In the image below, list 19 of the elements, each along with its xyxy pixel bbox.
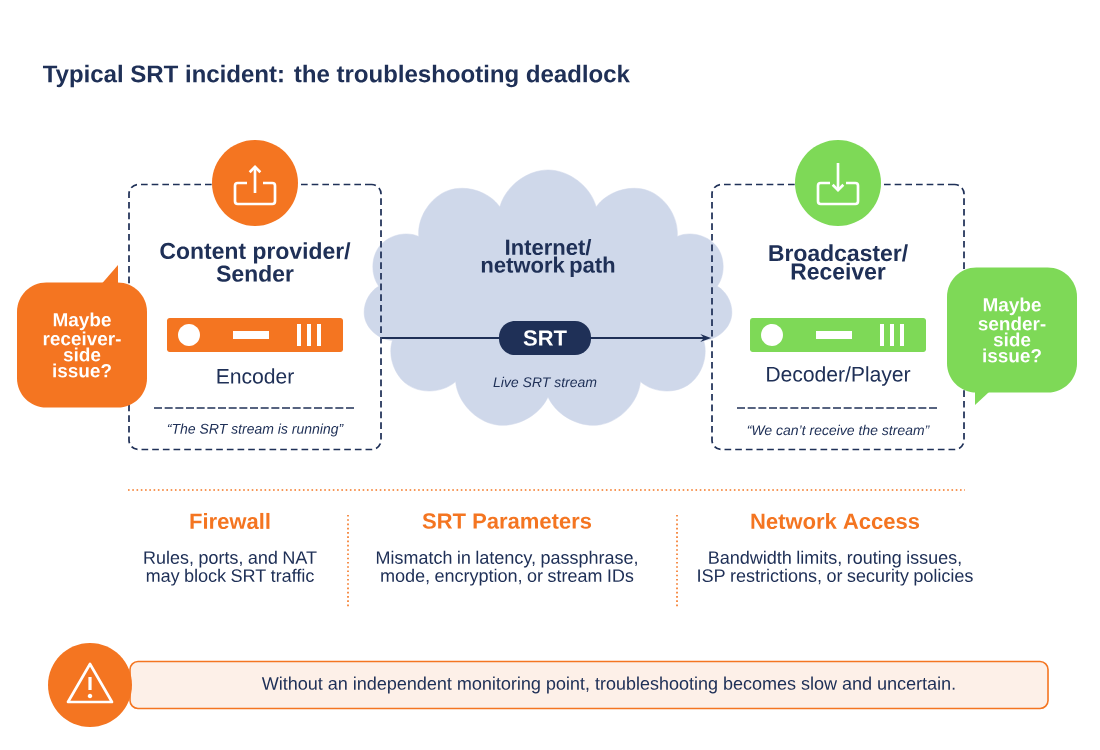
device-label: Decoder/Player (767, 366, 911, 386)
quote: “We can’t receive the stream” (747, 424, 930, 436)
speech-bubble: Maybe sender-side issue? (947, 267, 1077, 405)
column-heading: Firewall (190, 512, 270, 530)
column-heading: Network Access (751, 512, 920, 530)
edge-label: SRT (499, 321, 591, 355)
panel-heading: Content provider/ Sender (160, 242, 351, 282)
speech-bubble: Maybe receiver-side issue? (17, 265, 147, 408)
stream-caption: Live SRT stream (493, 376, 597, 388)
cloud-heading: Internet/ network path (481, 238, 615, 278)
column-text: Bandwidth limits, routing issues, ISP restrictions, or security policies (698, 550, 973, 586)
title: Typical SRT incident: the troubleshooting deadlock (43, 64, 630, 88)
column-text: Mismatch in latency, passphrase, mode, encryption, or stream IDs (376, 550, 637, 586)
device-label: Encoder (217, 368, 294, 384)
quote: “The SRT stream is running” (167, 423, 344, 437)
warning-banner: Without an independent monitoring point, troubleshooting becomes slow and uncertain. (129, 660, 1049, 710)
column-heading: SRT Parameters (422, 513, 592, 529)
column-text: Rules, ports, and NAT may block SRT traffic (144, 550, 317, 586)
panel-heading: Broadcaster/ Receiver (769, 244, 908, 280)
